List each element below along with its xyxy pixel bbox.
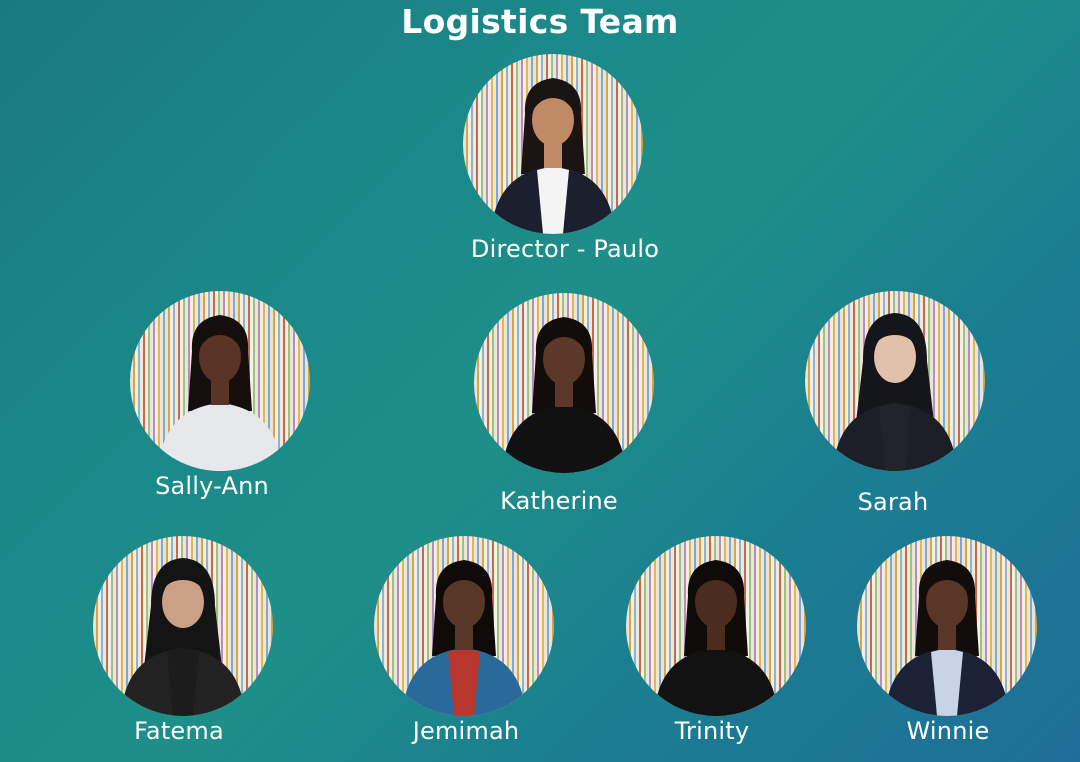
shirt-shape: [548, 405, 580, 473]
member-name: Winnie: [906, 717, 990, 745]
shirt-shape: [931, 648, 963, 716]
hijab-top-shape: [871, 325, 919, 353]
face-shape: [199, 331, 241, 383]
neck-shape: [938, 624, 956, 650]
face-shape: [874, 331, 916, 383]
member-photo: [130, 291, 310, 471]
member-photo: [805, 291, 985, 471]
face-shape: [532, 94, 574, 146]
face-shape: [443, 576, 485, 628]
person-silhouette: [491, 78, 615, 234]
neck-shape: [455, 624, 473, 650]
shirt-shape: [448, 648, 480, 716]
neck-shape: [555, 381, 573, 407]
face-shape: [543, 333, 585, 385]
shirt-shape: [879, 403, 911, 471]
member-name: Jemimah: [412, 717, 520, 745]
person-silhouette: [885, 560, 1009, 716]
member-photo: [857, 536, 1037, 716]
member-name: Director - Paulo: [470, 235, 660, 263]
member-photo: [93, 536, 273, 716]
hair-top-shape: [442, 570, 486, 596]
member-photo: [474, 293, 654, 473]
member-name: Sally-Ann: [155, 472, 269, 500]
face-shape: [926, 576, 968, 628]
shirt-shape: [167, 648, 199, 716]
member-name: Trinity: [674, 717, 750, 745]
hair-top-shape: [694, 570, 738, 596]
person-silhouette: [502, 317, 626, 473]
person-silhouette: [402, 560, 526, 716]
hair-top-shape: [198, 325, 242, 351]
face-shape: [695, 576, 737, 628]
person-silhouette: [158, 315, 282, 471]
member-name: Sarah: [857, 488, 929, 516]
neck-shape: [707, 624, 725, 650]
hair-top-shape: [542, 327, 586, 353]
face-shape: [162, 576, 204, 628]
shirt-shape: [700, 648, 732, 716]
hair-top-shape: [531, 88, 575, 114]
member-photo: [374, 536, 554, 716]
hijab-top-shape: [159, 570, 207, 598]
page-title: Logistics Team: [401, 2, 679, 41]
hair-top-shape: [925, 570, 969, 596]
person-silhouette: [654, 560, 778, 716]
member-name: Katherine: [500, 487, 618, 515]
shirt-shape: [204, 403, 236, 471]
person-silhouette: [833, 313, 957, 471]
neck-shape: [211, 379, 229, 405]
shirt-shape: [537, 166, 569, 234]
neck-shape: [544, 142, 562, 168]
member-photo: [463, 54, 643, 234]
member-photo: [626, 536, 806, 716]
member-name: Fatema: [134, 717, 224, 745]
person-silhouette: [121, 558, 245, 716]
